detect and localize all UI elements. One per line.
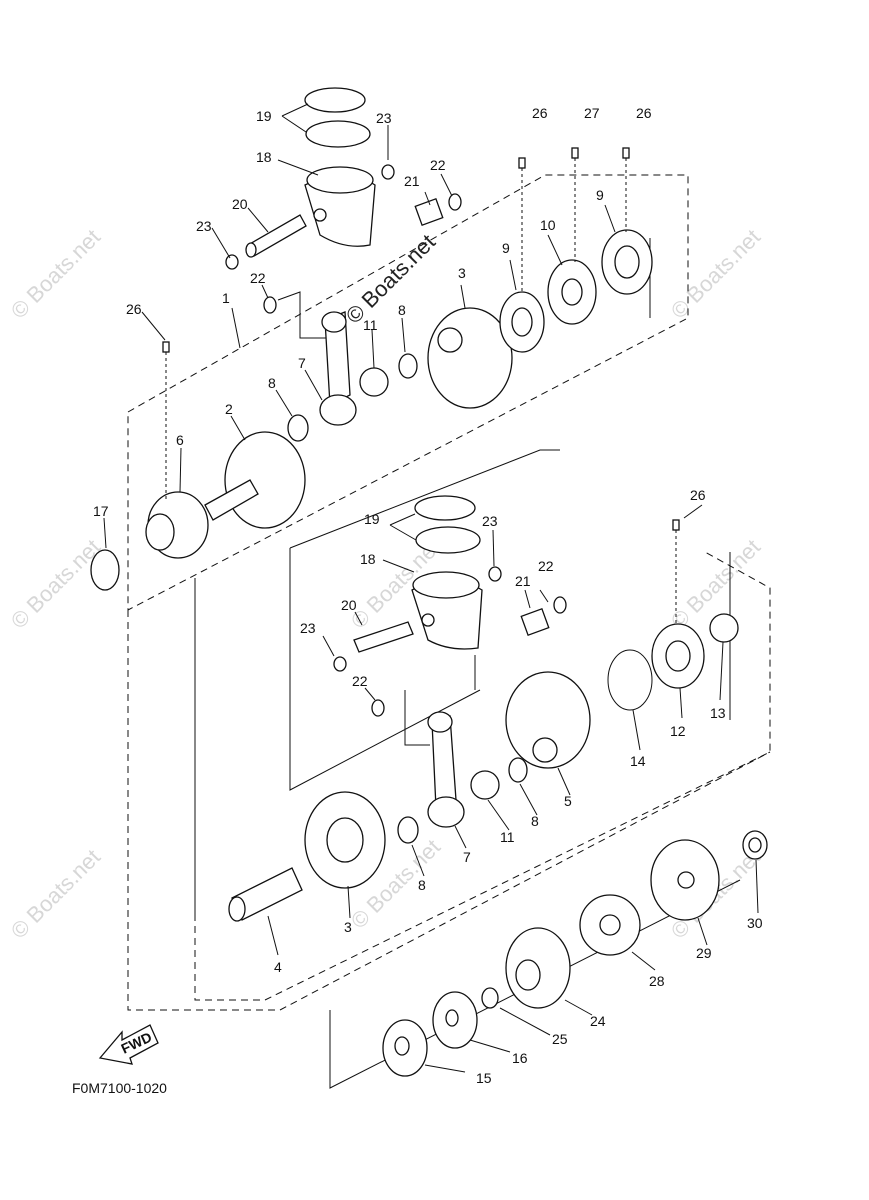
watermark-text: © Boats.net: [6, 534, 105, 633]
callout-3: 3: [344, 919, 352, 935]
callout-28: 28: [649, 973, 665, 989]
crankshaft-half-3-upper: [427, 307, 513, 409]
callout-8: 8: [531, 813, 539, 829]
callout-12: 12: [670, 723, 686, 739]
callout-23: 23: [376, 110, 392, 126]
callout-22: 22: [352, 673, 368, 689]
callout-23: 23: [482, 513, 498, 529]
callout-8: 8: [418, 877, 426, 893]
callout-22: 22: [250, 270, 266, 286]
callout-11: 11: [500, 829, 515, 845]
callout-21: 21: [404, 173, 420, 189]
callout-8: 8: [398, 302, 406, 318]
callout-labels: 19 18 23 26 27 26 22 21 20 9 23 10 9 3 2…: [93, 105, 763, 1086]
seal-8-upper: [287, 353, 418, 442]
piston-pin-lower: [353, 621, 414, 653]
damper-28: [579, 894, 641, 956]
callout-22: 22: [430, 157, 446, 173]
coupling-24: [505, 927, 571, 1009]
circlip-lower: [333, 566, 502, 672]
dowel-pin-lower: [672, 519, 680, 626]
circlip-upper: [225, 164, 395, 270]
callout-27: 27: [584, 105, 600, 121]
oil-seal-17: [90, 549, 120, 591]
callout-30: 30: [747, 915, 763, 931]
callout-19: 19: [364, 511, 380, 527]
callout-25: 25: [552, 1031, 568, 1047]
bearing-9-upper: [499, 229, 653, 353]
connecting-rod-upper: [319, 311, 357, 426]
shaft-4: [228, 867, 303, 922]
callout-2: 2: [225, 401, 233, 417]
callout-26: 26: [126, 301, 142, 317]
callout-5: 5: [564, 793, 572, 809]
gear-10: [547, 259, 597, 325]
callout-21: 21: [515, 573, 531, 589]
callout-4: 4: [274, 959, 282, 975]
spacer-16: [432, 991, 478, 1049]
circlip-14: [607, 649, 653, 711]
callout-18: 18: [256, 149, 272, 165]
callout-15: 15: [476, 1070, 492, 1086]
callout-14: 14: [630, 753, 646, 769]
callout-26: 26: [532, 105, 548, 121]
crankshaft-half-5: [505, 671, 591, 769]
callout-9: 9: [596, 187, 604, 203]
callout-1: 1: [222, 290, 230, 306]
callout-16: 16: [512, 1050, 528, 1066]
dowel-pins-upper: [162, 147, 630, 500]
callout-7: 7: [298, 355, 306, 371]
bushing-13: [709, 613, 739, 643]
callout-8: 8: [268, 375, 276, 391]
coupling-29: [650, 839, 720, 921]
watermark-text: © Boats.net: [6, 224, 105, 323]
fwd-arrow-icon: FWD: [98, 1024, 159, 1065]
watermark-text: © Boats.net: [6, 844, 105, 943]
callout-17: 17: [93, 503, 109, 519]
callout-9: 9: [502, 240, 510, 256]
callout-19: 19: [256, 108, 272, 124]
piston-pin-upper: [245, 214, 307, 258]
washer-upper: [263, 193, 462, 314]
callout-11: 11: [363, 317, 378, 333]
needle-bearing-upper: [414, 198, 444, 226]
callout-23: 23: [196, 218, 212, 234]
callout-10: 10: [540, 217, 556, 233]
bearing-11-lower: [470, 770, 500, 800]
washer-lower: [371, 596, 567, 717]
callout-23: 23: [300, 620, 316, 636]
crankshaft-half-3-lower: [304, 791, 386, 889]
callout-13: 13: [710, 705, 726, 721]
leader-lines: [103, 103, 759, 1073]
callout-7: 7: [463, 849, 471, 865]
callout-6: 6: [176, 432, 184, 448]
needle-bearing-lower: [520, 608, 550, 636]
piston-rings-lower: [414, 495, 481, 554]
callout-24: 24: [590, 1013, 606, 1029]
piston-lower: [411, 571, 483, 650]
bearing-11-upper: [359, 367, 389, 397]
watermark-text: © Boats.net: [666, 224, 765, 323]
callout-20: 20: [232, 196, 248, 212]
spacer-15: [382, 1019, 428, 1077]
bearing-12: [651, 623, 705, 689]
callout-26: 26: [636, 105, 652, 121]
callout-3: 3: [458, 265, 466, 281]
seal-8-lower: [397, 757, 528, 844]
washer-30: [742, 830, 768, 860]
piston-upper: [304, 166, 376, 247]
piston-rings-upper: [304, 87, 371, 148]
callout-18: 18: [360, 551, 376, 567]
connecting-rod-lower: [427, 711, 465, 828]
crankshaft-half-2: [204, 431, 306, 529]
bearing-6: [145, 491, 209, 559]
diagram-code: F0M7100-1020: [72, 1080, 167, 1096]
callout-20: 20: [341, 597, 357, 613]
oring-25: [481, 987, 499, 1009]
callout-29: 29: [696, 945, 712, 961]
callout-22: 22: [538, 558, 554, 574]
callout-26: 26: [690, 487, 706, 503]
